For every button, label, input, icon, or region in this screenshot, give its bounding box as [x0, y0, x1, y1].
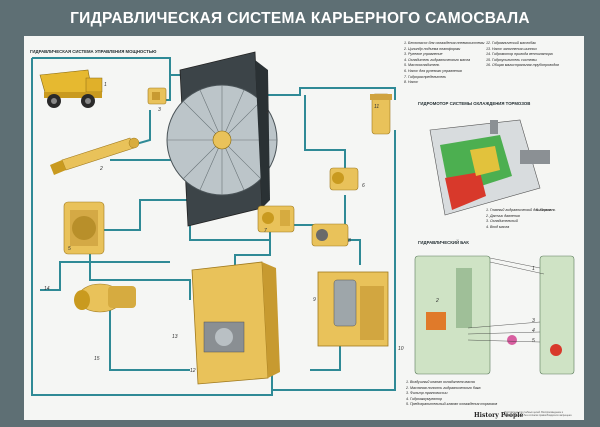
callout-7: 7 — [264, 228, 267, 234]
tank-callout-3: 3 — [532, 318, 535, 324]
steering-valve — [147, 87, 167, 105]
callout-6: 6 — [362, 183, 365, 189]
pipe-tank-links — [89, 240, 191, 300]
callout-1: 1 — [104, 82, 107, 88]
legend-item: 5. Маслоохладитель — [404, 63, 440, 68]
oil-cooler — [63, 201, 105, 255]
steering-pump — [329, 167, 359, 191]
fan-radiator — [166, 51, 278, 227]
callout-9: 9 — [313, 297, 316, 303]
tank-callout-5: 5 — [532, 338, 535, 344]
legend-item: 3. Фильтр трансмиссии — [406, 391, 448, 396]
legend-item: 2. Цилиндр подъема платформы — [404, 46, 461, 51]
legend-item: 16. Общая магистральная трубопроводов — [486, 63, 559, 68]
pipe-valve-down — [234, 230, 271, 270]
legend-item: 12. Гидравлический маслобак — [486, 41, 536, 45]
tank-callout-2: 2 — [436, 298, 439, 304]
hydraulic-tank — [191, 261, 280, 385]
legend-item: 4. Гидроаккумулятор — [406, 396, 443, 401]
legend-extra: 12. Гидравлический маслобак 13. Насос за… — [486, 41, 559, 69]
callout-2: 2 — [100, 166, 103, 172]
callout-10: 10 — [398, 346, 404, 352]
legend-motor-right: 5. Поршень — [536, 208, 555, 214]
legend-item: 6. Насос для рулевого управления — [404, 68, 462, 73]
poster-title: ГИДРАВЛИЧЕСКАЯ СИСТЕМА КАРЬЕРНОГО САМОСВ… — [70, 10, 530, 27]
lift-cylinder — [50, 137, 140, 175]
brake-motor-cutaway — [429, 119, 550, 216]
brake-pump — [311, 223, 349, 247]
callout-leaders — [467, 257, 545, 343]
legend-item: 14. Гидромотор привода вентилятора — [486, 52, 553, 57]
hydraulic-distributor — [257, 205, 295, 233]
callout-5: 5 — [68, 246, 71, 252]
tank-callout-1: 1 — [532, 266, 535, 272]
callout-13: 13 — [172, 334, 178, 340]
legend-item: 4. Охладитель гидравлического масла — [404, 57, 471, 62]
pipe-radiator-pump — [304, 95, 346, 175]
pipe-left-motor — [40, 261, 170, 291]
section-title-brakes: ГИДРОМОТОР СИСТЕМЫ ОХЛАЖДЕНИЯ ТОРМОЗОВ — [418, 101, 531, 106]
callout-14: 14 — [44, 286, 50, 292]
callout-15: 15 — [94, 356, 100, 362]
legend-main: 1. Бензонасос для охлаждения пневмосисте… — [404, 41, 484, 86]
legend-item: 13. Насос заполнения шинных — [486, 46, 537, 51]
pipe-cooler — [90, 199, 190, 231]
legend-item: 3. Охладительный — [486, 219, 518, 224]
callout-4: 4 — [266, 110, 269, 116]
fan-motor — [74, 283, 136, 313]
fine-print: Изготовлено для учебных целей. Воспроизв… — [504, 411, 573, 417]
dump-truck — [39, 69, 103, 108]
brand-logo: History People — [474, 412, 524, 419]
filter-canister — [370, 93, 392, 135]
callout-3: 3 — [158, 107, 161, 113]
legend-item: 1. Воздушный клапан охладителя масла — [406, 380, 475, 384]
tank-callout-4: 4 — [532, 328, 535, 334]
legend-item: 2. Датчик давления — [486, 213, 520, 218]
legend-item: 3. Рулевое управление — [404, 52, 443, 57]
legend-item: 15. Гидроусилитель системы — [486, 57, 537, 62]
legend-motor: 1. Главный гидравлический двигатель 2. Д… — [486, 208, 552, 230]
pipe-main-loop — [31, 58, 273, 396]
legend-item: 4. Вход масла — [486, 224, 510, 229]
callout-12: 12 — [190, 368, 196, 374]
tank-section-diagram — [414, 255, 575, 375]
callout-11: 11 — [374, 104, 380, 110]
callout-8: 8 — [348, 238, 351, 244]
section-title-main: ГИДРАВЛИЧЕСКАЯ СИСТЕМА УПРАВЛЕНИЯ МОЩНОС… — [30, 49, 157, 54]
legend-item: 2. Масляная полость гидравлического бака — [406, 385, 481, 390]
pipe-right-drop — [272, 130, 396, 391]
legend-item: 5. Предохранительный клапан охлаждения т… — [406, 402, 498, 407]
brake-cooling-tank — [317, 271, 389, 347]
legend-item: 7. Гидрораспределитель — [404, 74, 447, 79]
legend-item: 1. Бензонасос для охлаждения пневмосисте… — [404, 41, 485, 45]
legend-tank: 1. Воздушный клапан охладителя масла 2. … — [406, 380, 497, 408]
legend-item: 5. Поршень — [536, 208, 556, 212]
legend-item: 1. Главный гидравлический двигатель — [486, 208, 552, 212]
section-title-tank: ГИДРАВЛИЧЕСКИЙ БАК — [418, 240, 469, 245]
pipe-return — [310, 345, 341, 371]
pipe-pump-tank — [344, 195, 361, 265]
legend-item: 8. Насос — [404, 80, 419, 85]
